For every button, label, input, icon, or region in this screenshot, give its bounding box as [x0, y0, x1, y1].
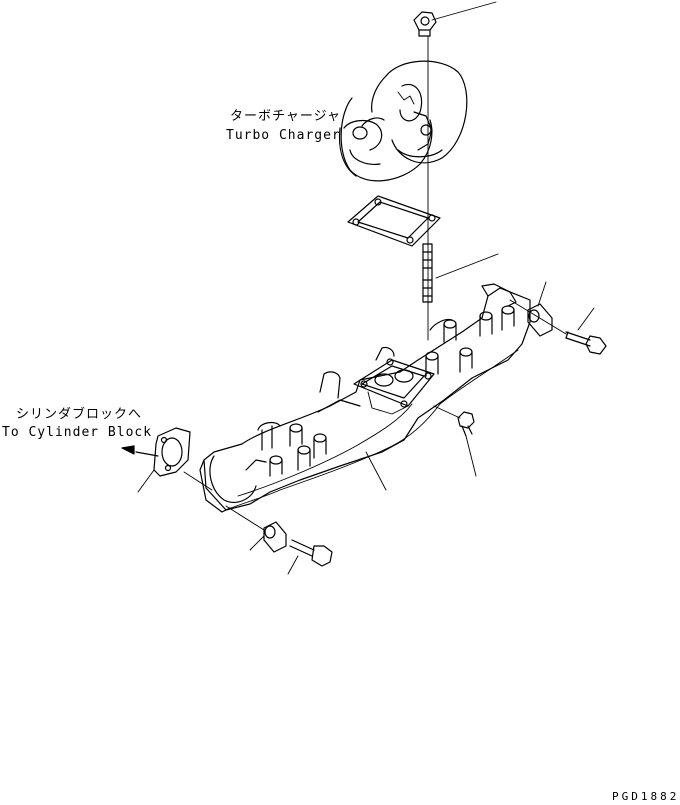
manifold-port-bosses — [245, 305, 515, 477]
arrow-to-cylinder-block — [121, 445, 159, 457]
spacer-right — [527, 303, 553, 337]
nut-top — [413, 11, 437, 37]
drawing-code: PGD1882 — [612, 790, 680, 803]
bolt-right — [509, 299, 607, 355]
stud — [422, 243, 433, 303]
manifold-gasket — [153, 427, 191, 477]
exhaust-manifold — [199, 283, 531, 513]
turbo-charger-label-en: Turbo Charger — [226, 128, 341, 143]
turbo-charger — [338, 60, 468, 182]
turbo-gasket — [347, 195, 441, 247]
leader-lines — [137, 1, 595, 575]
bolt-center — [433, 405, 475, 437]
cylinder-block-label-jp: シリンダブロックへ — [16, 407, 143, 422]
cylinder-block-label-en: To Cylinder Block — [2, 425, 153, 440]
spacer-left — [263, 521, 287, 553]
turbo-charger-label-jp: ターボチャージャ — [230, 109, 341, 124]
bolt-left — [225, 505, 333, 567]
